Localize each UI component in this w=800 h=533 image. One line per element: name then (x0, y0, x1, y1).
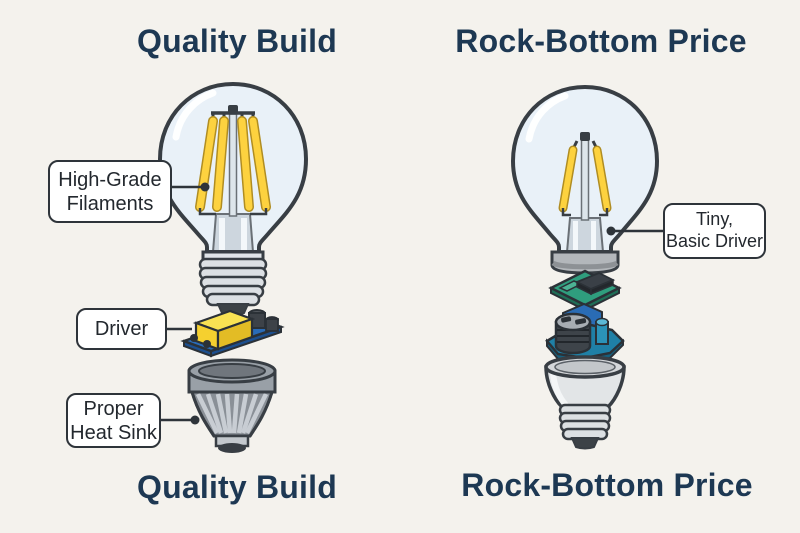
driver-label: Driver (76, 308, 167, 350)
leader-lines-left (160, 182, 210, 425)
right-top-title: Rock-Bottom Price (455, 23, 747, 59)
driver-label-text: Driver (94, 318, 149, 340)
plastic-housing (544, 355, 626, 450)
glass-highlight (525, 92, 569, 143)
budget-bulb-illustration (511, 85, 664, 450)
filament-foot-wire (198, 208, 216, 216)
leader-dot (200, 182, 210, 192)
quality-bulb-illustration (158, 82, 308, 453)
transformer (216, 317, 254, 351)
filaments (558, 145, 612, 213)
glass-outline (511, 85, 659, 254)
filament-foot-wire (250, 208, 268, 216)
chip (590, 278, 614, 296)
tiny-driver-label-line2: Basic Driver (665, 231, 763, 251)
filament-foot-wire (561, 208, 571, 217)
heatsink-label-line2: Heat Sink (70, 421, 157, 444)
stem-mount-highlight (241, 218, 247, 250)
filaments-label: High-Grade Filaments (48, 160, 172, 223)
tiny-driver-label-line1: Tiny, (695, 209, 733, 230)
screw-base (198, 250, 268, 316)
tiny-driver-label: Tiny, Basic Driver (663, 203, 766, 259)
heat-sink-fins (195, 393, 269, 434)
leader-lines-right (606, 226, 664, 236)
filaments-label-line2: Filaments (66, 192, 154, 215)
driver-pcb (180, 309, 285, 358)
glass-outline (158, 82, 308, 254)
capacitor-vent (575, 318, 587, 325)
stem-mount-highlight (573, 221, 578, 250)
stem-rod (228, 113, 238, 217)
filaments-label-line1: High-Grade (58, 168, 162, 191)
heat-sink (187, 358, 277, 453)
stem-knob (228, 105, 238, 114)
left-top-title: Quality Build (137, 23, 337, 59)
base-cylinder-shadow (551, 260, 619, 270)
filaments (195, 116, 271, 212)
left-bottom-title: Quality Build (137, 469, 337, 505)
stem-mount-highlight (591, 221, 596, 250)
small-capacitor-top (595, 317, 609, 327)
stem-rod (580, 139, 590, 221)
heatsink-label-line1: Proper (83, 397, 144, 420)
glass-highlight (172, 89, 217, 141)
component (203, 340, 211, 348)
leader-dot (190, 415, 200, 425)
stem-mount-highlight (219, 218, 225, 250)
capacitor-board (545, 302, 625, 365)
capacitor (265, 318, 279, 332)
heatsink-label: Proper Heat Sink (66, 393, 161, 448)
right-bottom-title: Rock-Bottom Price (461, 467, 753, 503)
filament-foot-wire (599, 208, 609, 217)
component (190, 334, 198, 342)
capacitor-vent (561, 316, 572, 323)
stem-knob (580, 132, 590, 141)
stem-mount (565, 217, 605, 253)
